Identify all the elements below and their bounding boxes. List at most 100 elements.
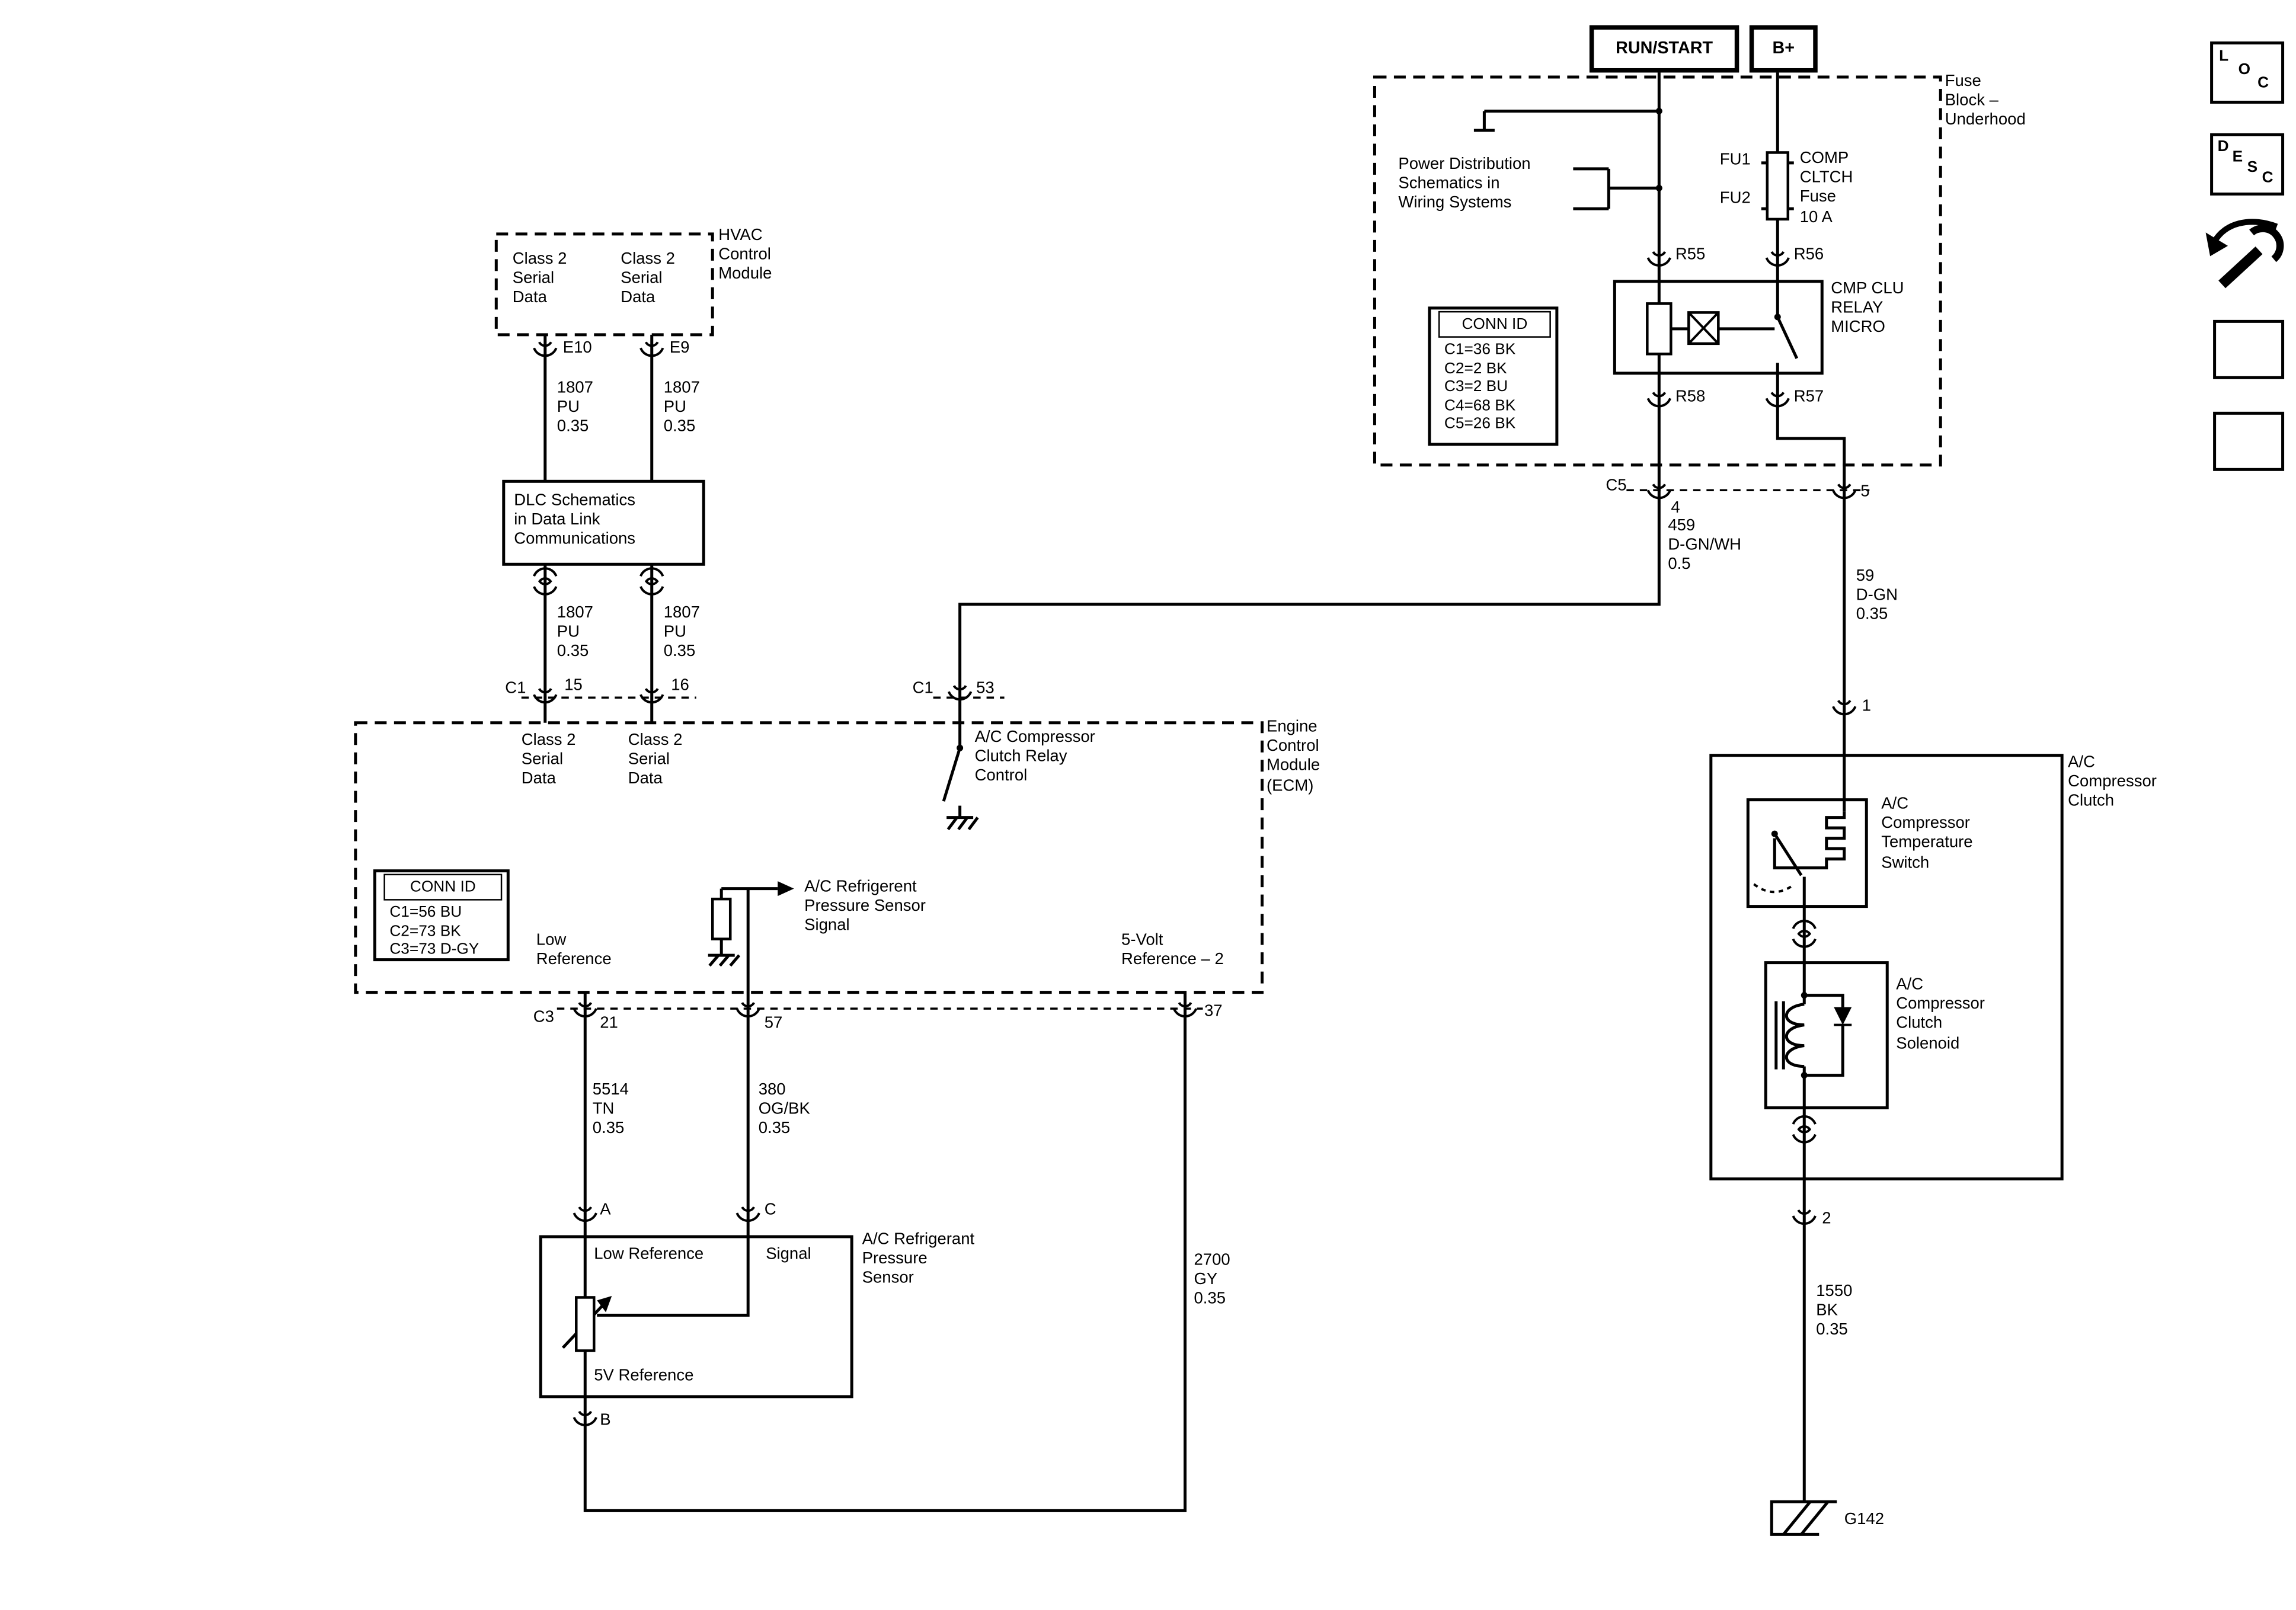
conn-id-box-ecm [373,869,510,962]
wire-1807-lower [543,564,654,723]
wire-label-5514: 5514 TN 0.35 [592,1081,629,1138]
hvac-class2-b: Class 2 Serial Data [621,250,675,308]
solenoid-label: A/C Compressor Clutch Solenoid [1896,976,1985,1052]
junction-dot-3 [1655,107,1662,114]
solenoid-core [1774,1001,1785,1070]
desc-button[interactable]: D E S C [2210,133,2285,196]
conn-id-box-fuse [1428,306,1559,446]
diode-triangle [1834,1007,1852,1025]
signal-arrowhead [778,881,794,897]
wire-label-1807-c: 1807 PU 0.35 [557,604,593,661]
ground-label-g142: G142 [1844,1510,1885,1529]
temp-contact-dot [1771,830,1778,837]
b-plus-label: B+ [1772,40,1795,58]
wire-label-1550: 1550 BK 0.35 [1816,1282,1853,1340]
sensor-signal-label: Signal [766,1245,811,1263]
conn-label-c5: C5 [1606,476,1627,495]
pin-label-e9: E9 [669,339,690,357]
fuse-name-label: COMP CLTCH Fuse 10 A [1799,149,1853,226]
pin-label-a: A [600,1201,611,1219]
sensor-title: A/C Refrigerant Pressure Sensor [862,1231,975,1288]
wire-59 [1776,363,1846,812]
junction-dot-2 [1801,1072,1808,1079]
wire-label-1807-b: 1807 PU 0.35 [663,379,700,436]
wrench-arrow-icon[interactable] [2205,219,2284,289]
desc-letter-s: S [2247,158,2258,177]
relay-switch-arm [1776,316,1799,359]
temp-element [1773,811,1846,870]
wire-label-380: 380 OG/BK 0.35 [758,1081,810,1138]
hvac-module-box [494,232,714,337]
conn-label-c3: C3 [533,1009,554,1027]
wire-label-1807-a: 1807 PU 0.35 [557,379,593,436]
wire-459 [958,63,1661,748]
solenoid-box [1764,961,1889,1110]
loc-button[interactable]: L O C [2210,41,2285,104]
desc-letter-e: E [2232,148,2243,166]
wiper-arrowhead [597,1295,612,1313]
pressure-signal-label: A/C Refrigerent Pressure Sensor Signal [804,878,926,936]
desc-letter-d: D [2217,137,2229,156]
pin-label-37: 37 [1204,1003,1223,1021]
temp-switch-arm [1773,833,1806,963]
ecm-switch-dot [957,744,964,751]
b-plus-rail: B+ [1749,25,1818,73]
low-reference-label: Low Reference [536,932,612,969]
ecm-resistor [711,897,732,940]
junction-dot-4 [1655,184,1662,191]
relay-coil [1646,302,1673,356]
relay-box [1613,280,1824,375]
conn-id-rows-fuse: C1=36 BK C2=2 BK C3=2 BU C4=68 BK C5=26 … [1444,340,1516,433]
fuse-block-box [1373,75,1942,467]
wire-label-1807-d: 1807 PU 0.35 [663,604,700,661]
wire-label-459: 459 D-GN/WH 0.5 [1668,517,1742,574]
loc-letter-o: O [2238,60,2251,79]
ecm-class2-b: Class 2 Serial Data [628,731,683,789]
sensor-5v-ref-label: 5V Reference [594,1366,694,1385]
loc-letter-c: C [2257,73,2269,92]
run-start-label: RUN/START [1616,40,1713,58]
pin-label-b: B [600,1411,611,1429]
conn-id-header-fuse: CONN ID [1438,311,1551,338]
ecm-switch-ground [946,816,979,831]
pin-label-e10: E10 [562,339,592,357]
fuse-element [1766,151,1790,221]
pin-label-1: 1 [1862,697,1872,716]
pin-label-c: C [764,1201,776,1219]
desc-letter-c: C [2262,168,2273,187]
power-dist-note: Power Distribution Schematics in Wiring … [1398,155,1531,213]
pin-label-2: 2 [1822,1210,1831,1228]
conn-label-c1-ecm: C1 [912,680,933,698]
pin-label-53: 53 [976,680,994,698]
wire-380 [597,888,750,1317]
pin-label-15: 15 [564,677,583,695]
pin-label-21: 21 [600,1014,618,1033]
r56-label: R56 [1793,245,1824,264]
pin-label-4: 4 [1671,499,1680,517]
pot-resistor [575,1296,596,1352]
ecm-switch [942,747,962,818]
pressure-sensor-box [539,1235,853,1398]
five-volt-ref-label: 5-Volt Reference – 2 [1121,932,1224,969]
conn-id-rows-ecm: C1=56 BU C2=73 BK C3=73 D-GY [389,903,479,959]
ecm-box [354,721,1264,994]
wire-1807-upper [543,334,654,482]
fuse-block-title: Fuse Block – Underhood [1945,72,2026,130]
power-dist-flag [1473,109,1659,132]
solenoid-coil [1785,1003,1806,1108]
hvac-class2-a: Class 2 Serial Data [512,250,567,308]
forward-arrow-button[interactable] [2213,319,2285,379]
conn-label-c1-left: C1 [505,680,526,698]
hvac-title: HVAC Control Module [718,226,772,284]
temp-switch-box [1746,798,1868,908]
ecm-resistor-ground [708,953,741,967]
loc-letter-l: L [2219,47,2229,65]
fu1-label: FU1 [1719,151,1751,169]
fu2-label: FU2 [1719,189,1751,207]
wire-label-2700: 2700 GY 0.35 [1194,1251,1230,1308]
back-arrow-button[interactable] [2213,411,2285,471]
dlc-box [502,479,705,566]
r55-label: R55 [1675,245,1706,264]
